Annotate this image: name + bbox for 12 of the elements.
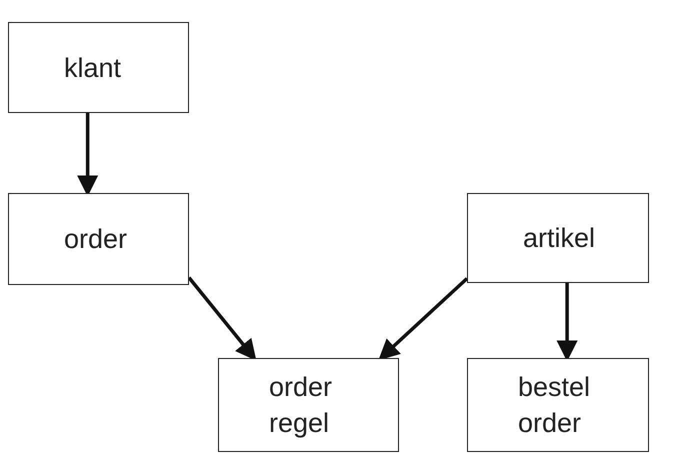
arrow	[188, 276, 256, 361]
entity-name: artikel	[523, 222, 596, 255]
entity-name: order	[64, 223, 128, 256]
entity-box	[8, 22, 189, 113]
entity-box	[8, 193, 189, 285]
entity-box	[467, 193, 649, 283]
entity-box	[467, 358, 649, 452]
arrow	[378, 277, 468, 360]
entity-name: klant	[64, 52, 122, 84]
entity-name: bestel order	[518, 371, 592, 440]
entity-name: order regel	[269, 371, 334, 440]
entity-box	[218, 358, 399, 452]
